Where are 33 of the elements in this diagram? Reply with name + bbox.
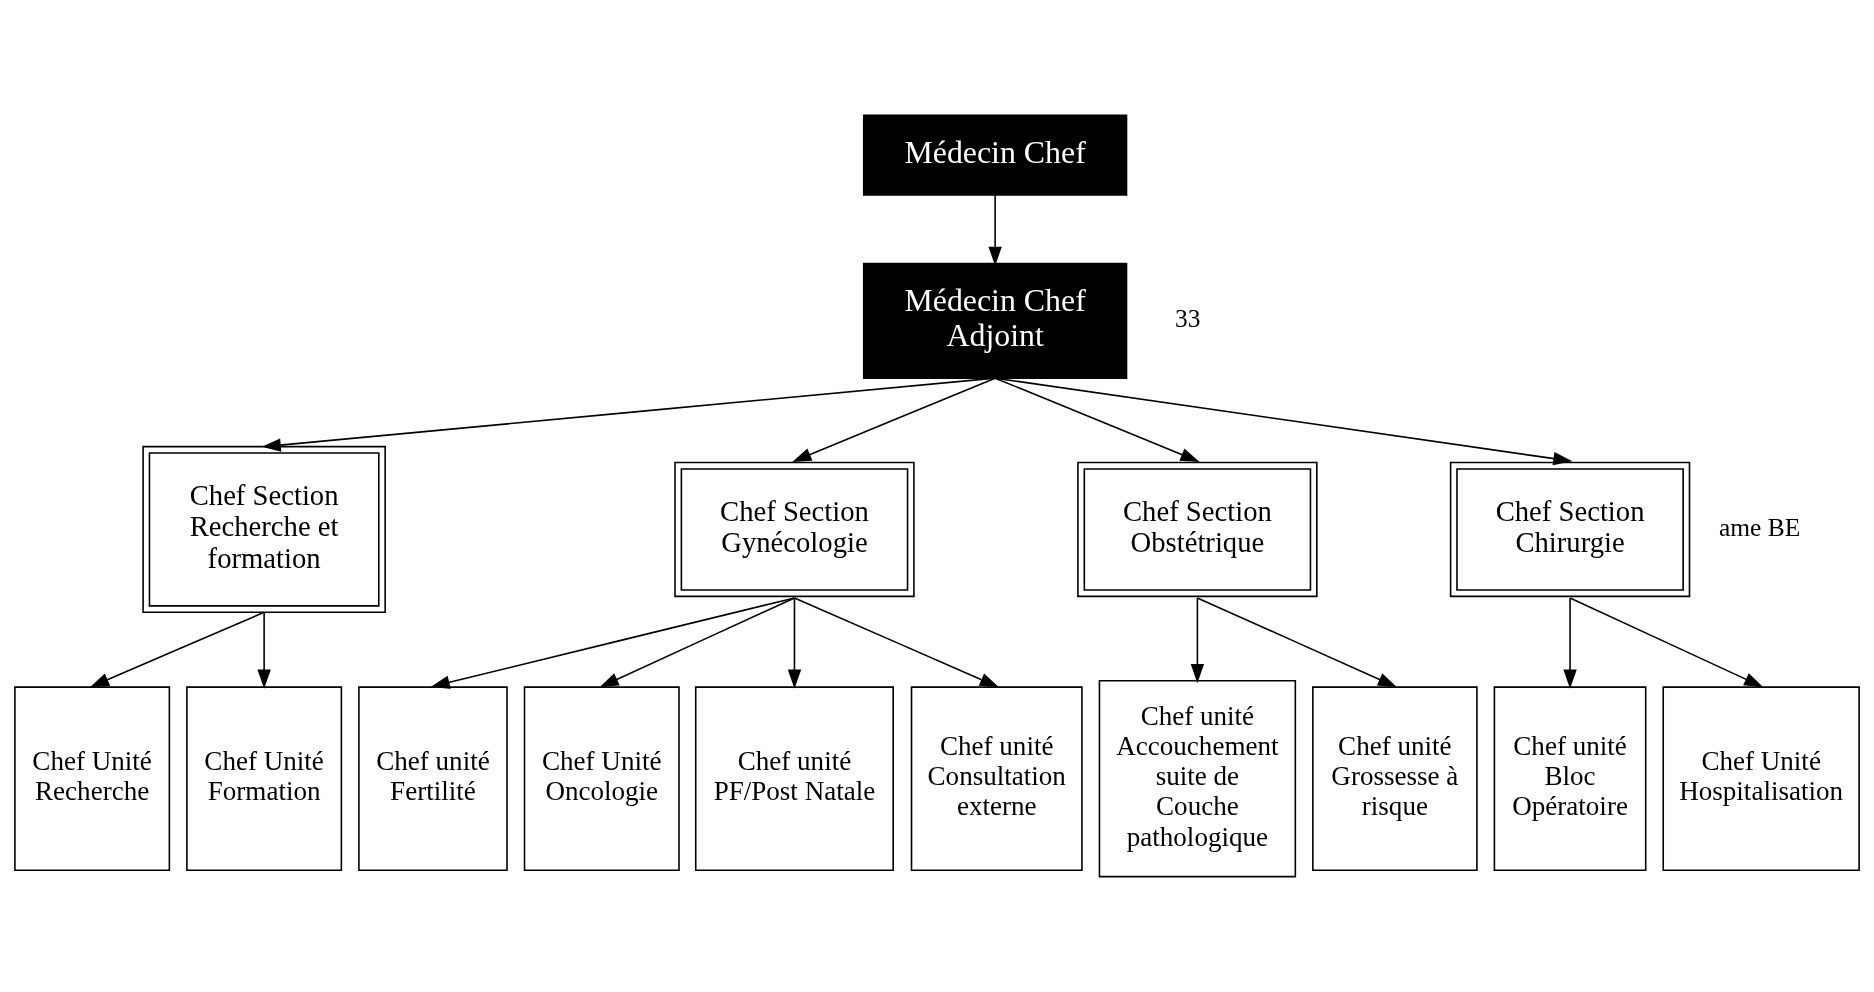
- node-box: Chef Section Obstétrique: [1077, 461, 1318, 598]
- arrow: [793, 597, 999, 688]
- node-box: Chef Section Chirurgie: [1449, 461, 1691, 598]
- node-box: Chef unité Fertilité: [358, 686, 508, 872]
- arrow: [787, 597, 802, 689]
- node-box: Chef Unité Oncologie: [523, 686, 680, 872]
- arrow: [1563, 597, 1577, 689]
- arrow: [599, 597, 796, 688]
- node-box: Chef Unité Recherche: [14, 686, 171, 872]
- arrow: [257, 611, 271, 689]
- arrow: [430, 597, 796, 689]
- node-box: Chef unité Grossesse à risque: [1312, 686, 1478, 872]
- arrow: [261, 377, 996, 452]
- node-box: Chef Unité Hospitalisation: [1662, 686, 1860, 872]
- node-box: Chef unité Bloc Opératoire: [1493, 686, 1647, 872]
- arrow: [994, 377, 1573, 466]
- node-box: Chef Section Recherche et formation: [142, 445, 386, 614]
- label: ame BE: [1718, 512, 1801, 542]
- node-box: Chef Section Gynécologie: [674, 461, 915, 598]
- arrow: [89, 611, 265, 688]
- arrow: [792, 377, 996, 462]
- arrow: [1190, 597, 1205, 684]
- arrow: [1569, 597, 1764, 688]
- node-box: Chef unité Consultation externe: [910, 686, 1083, 872]
- arrow: [988, 194, 1002, 266]
- arrow: [994, 377, 1200, 462]
- node-box: Chef unité PF/Post Natale: [694, 686, 894, 872]
- node-box: Chef Unité Formation: [186, 686, 343, 872]
- node-box: Médecin Chef: [862, 114, 1128, 196]
- node-box: Chef unité Accouchement suite de Couche pathologique: [1098, 679, 1297, 878]
- node-box: Médecin Chef Adjoint: [862, 262, 1128, 379]
- label: 33: [1175, 303, 1201, 333]
- arrow: [1196, 597, 1398, 688]
